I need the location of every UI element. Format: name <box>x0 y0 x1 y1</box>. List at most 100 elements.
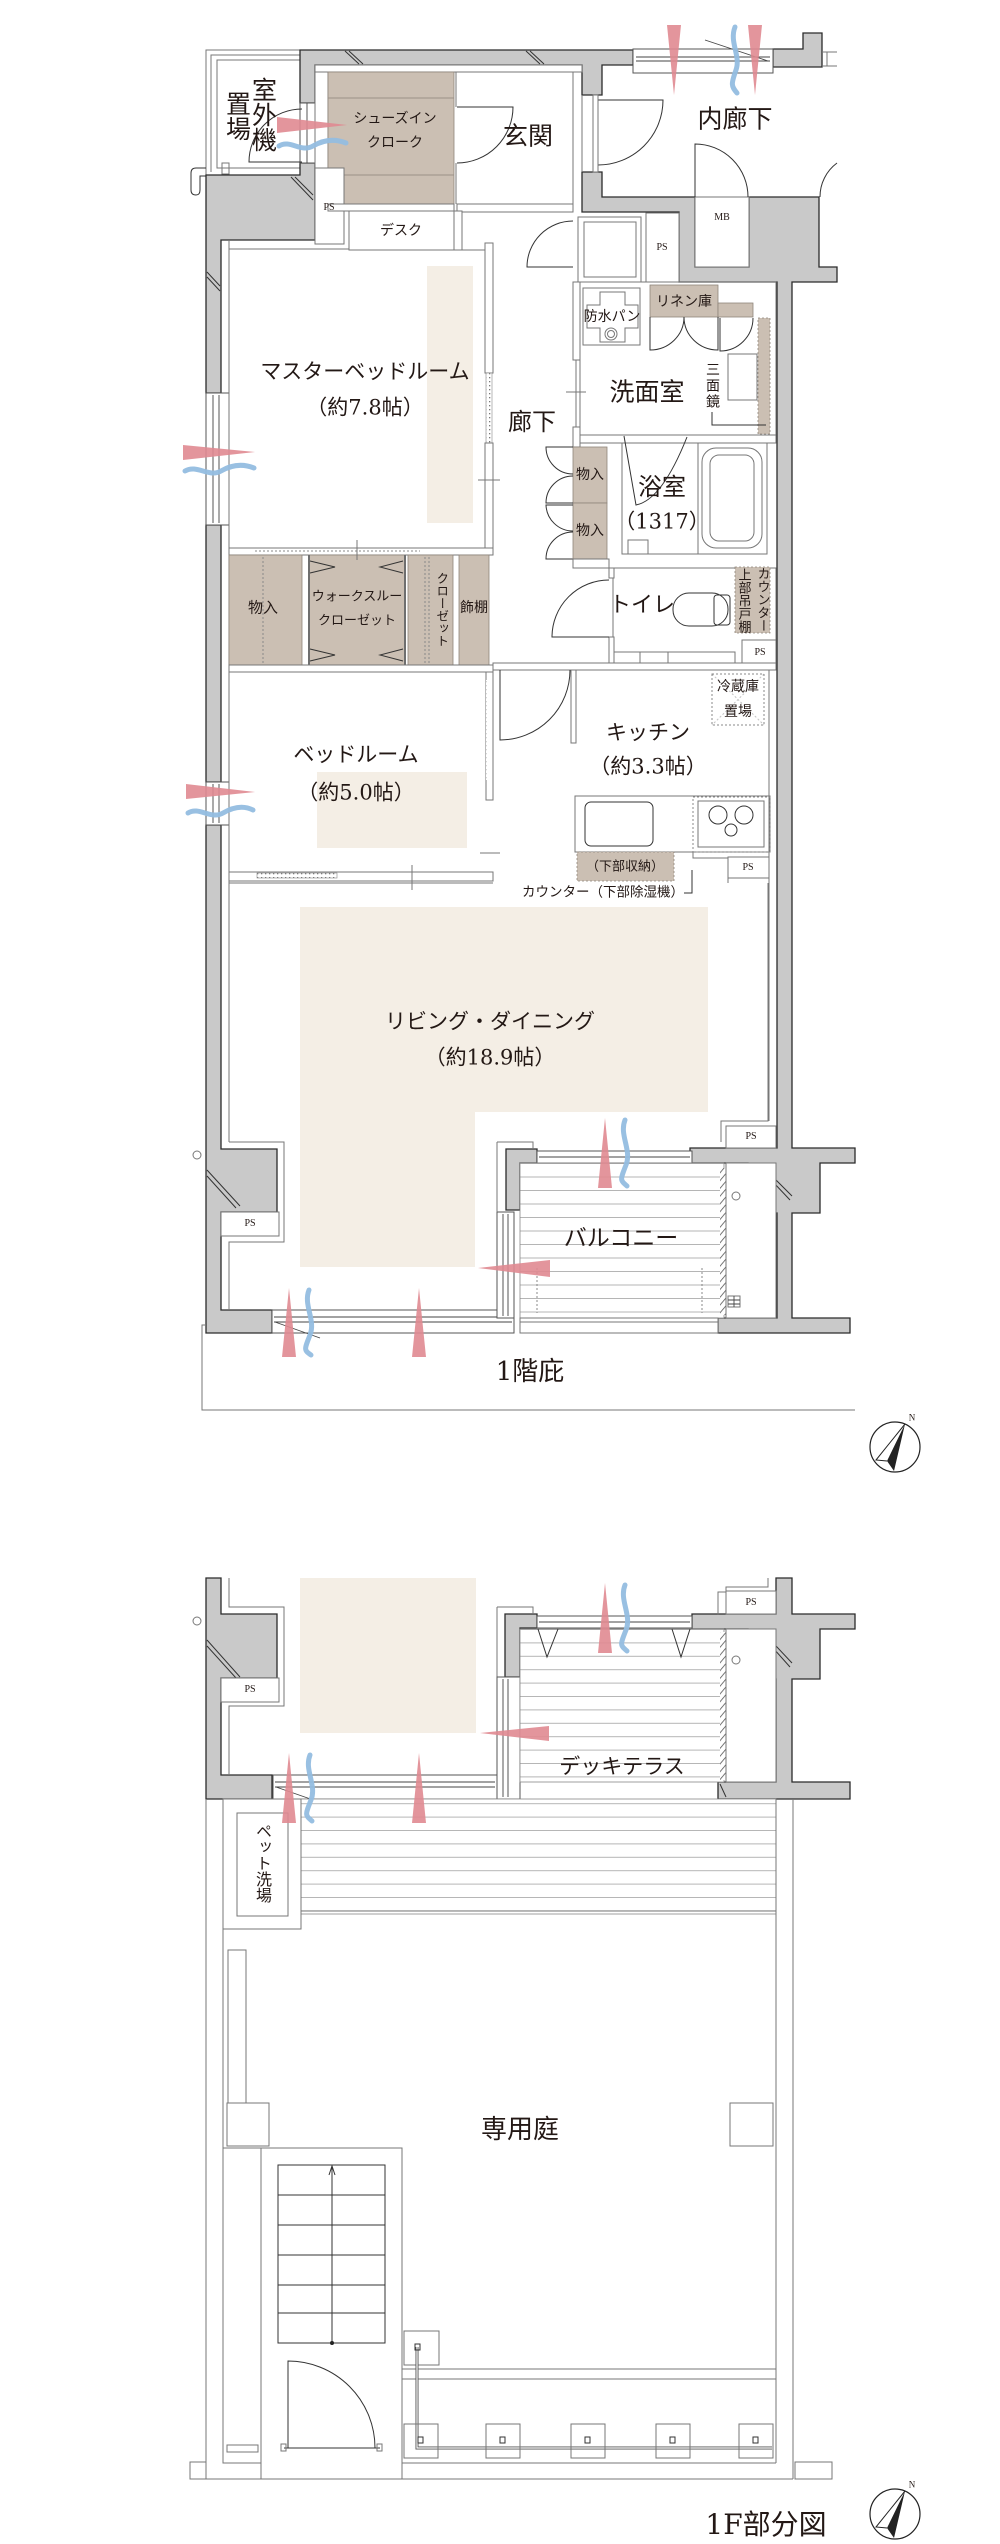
hall-storage <box>572 502 608 560</box>
bedroom-sliding-door <box>486 680 489 780</box>
ps-label: PS <box>745 1131 757 1142</box>
airflow-arrow-icon <box>667 25 681 95</box>
washroom-left-wall <box>572 426 581 448</box>
ps-label: PS <box>323 202 335 213</box>
living-dining-size: （約18.9帖） <box>424 1045 556 1070</box>
ps-label: PS <box>244 1684 256 1695</box>
ps-box <box>220 1211 280 1237</box>
compass-ring <box>869 1421 921 1473</box>
ground-living-side-window <box>496 1676 521 1800</box>
compass-needle-outline <box>875 1423 906 1462</box>
meter-box-door <box>694 143 749 198</box>
partial-plan-caption: 1F部分図 <box>705 2508 827 2541</box>
toilet-door <box>551 579 610 638</box>
fridge-space-label: 冷蔵庫 <box>717 679 759 695</box>
wic-bottom-wall <box>228 664 494 673</box>
hall-closet-box <box>577 216 642 283</box>
kitchen-counter <box>574 795 771 853</box>
front-door <box>597 99 664 166</box>
hall-storage <box>572 446 608 504</box>
kitchen-sink <box>584 801 654 847</box>
fence-post-marks <box>414 2343 759 2444</box>
waterproof-pan-label: 防水パン <box>583 309 641 325</box>
airflow-arrow-icon <box>748 25 762 95</box>
burner <box>724 823 738 837</box>
mirror-leader-line <box>711 412 766 426</box>
ps-box <box>220 1677 280 1703</box>
desk-label: デスク <box>380 223 422 239</box>
drain-icon <box>604 327 618 341</box>
left-wall-lower <box>205 824 278 1334</box>
living-south-window <box>271 1309 515 1334</box>
ground-living-outline <box>228 1578 769 1775</box>
garden-post-box <box>729 2102 774 2147</box>
ground-living-furniture <box>300 1578 476 1733</box>
compass-north-label: N <box>908 2479 916 2490</box>
garden-gate-door <box>287 2360 376 2449</box>
drain-icon <box>607 330 615 338</box>
shoe-shelf-lines <box>328 97 454 176</box>
toilet-bowl <box>672 592 729 627</box>
counter-leader-line <box>684 870 693 894</box>
storage-divider-lines <box>262 557 430 663</box>
burner <box>708 805 728 825</box>
triple-mirror <box>727 353 758 401</box>
kitchen-door <box>499 669 571 741</box>
fence-post-box <box>570 2423 606 2459</box>
compass-icon <box>869 2488 921 2540</box>
balcony-label: バルコニー <box>563 1225 679 1252</box>
master-bedroom-name: マスターベッドルーム <box>260 359 470 384</box>
toilet-cabinet-label: カウンター <box>754 567 770 632</box>
kitchen-name: キッチン <box>606 720 690 745</box>
ps-box <box>727 856 770 879</box>
gate-post <box>376 2443 383 2452</box>
fence-box <box>403 2330 440 2366</box>
pet-wash-area-label: ペット洗場 <box>253 1823 272 1903</box>
window-line <box>212 395 220 523</box>
gate-post <box>280 2443 287 2452</box>
airflow-arrow-icon <box>478 1260 550 1277</box>
airflow-arrow-icon <box>598 1118 612 1188</box>
living-outline <box>228 882 769 1310</box>
bathroom-name: 浴室 <box>638 473 686 501</box>
breeze-wave-icon <box>185 804 256 818</box>
waterproof-pan <box>586 291 639 343</box>
airflow-arrow-icon <box>282 1753 296 1823</box>
bedroom-sliding-door <box>256 872 338 879</box>
outdoor-unit-door <box>248 108 303 163</box>
ventilation-arrows-ground <box>282 1582 631 1824</box>
balcony-partition <box>720 1168 726 1315</box>
living-furniture <box>300 907 708 1267</box>
toilet-left-wall <box>608 636 615 664</box>
walk-through-closet-label: ウォークスルー <box>311 589 403 605</box>
entry-finish-top <box>314 64 583 73</box>
triple-mirror-label: 三面鏡 <box>704 362 720 410</box>
entrance-inner-door <box>456 106 514 164</box>
hanger-marks <box>309 560 404 662</box>
upper-floor-plan <box>182 24 921 1473</box>
front-door-frame <box>592 94 599 173</box>
ps-label: PS <box>656 242 668 253</box>
bathtub-inner <box>709 454 755 542</box>
breeze-wave-icon <box>304 1752 316 1824</box>
fence-pipe-inner <box>416 2347 772 2449</box>
master-bedroom-right-wall <box>484 242 494 374</box>
ps-label: PS <box>244 1218 256 1229</box>
linen-storage-label: リネン庫 <box>656 294 712 310</box>
left-wall-mid <box>205 524 222 783</box>
boundary-stub <box>794 2461 833 2480</box>
balcony-rail <box>519 1317 719 1334</box>
stair-start-dot <box>330 2341 334 2345</box>
entrance-label: 玄関 <box>502 121 554 151</box>
ps-box <box>725 1125 777 1149</box>
compass-needle <box>887 1424 905 1471</box>
top-right-wall <box>772 32 823 68</box>
toilet-cabinet-label: 上部吊戸棚 <box>735 568 751 633</box>
hall-closet-door <box>526 220 574 268</box>
compass-needle-outline <box>875 2490 906 2529</box>
drain-circle <box>731 1655 741 1665</box>
garden-post-box <box>226 2102 270 2147</box>
drain-circle <box>192 1616 202 1626</box>
